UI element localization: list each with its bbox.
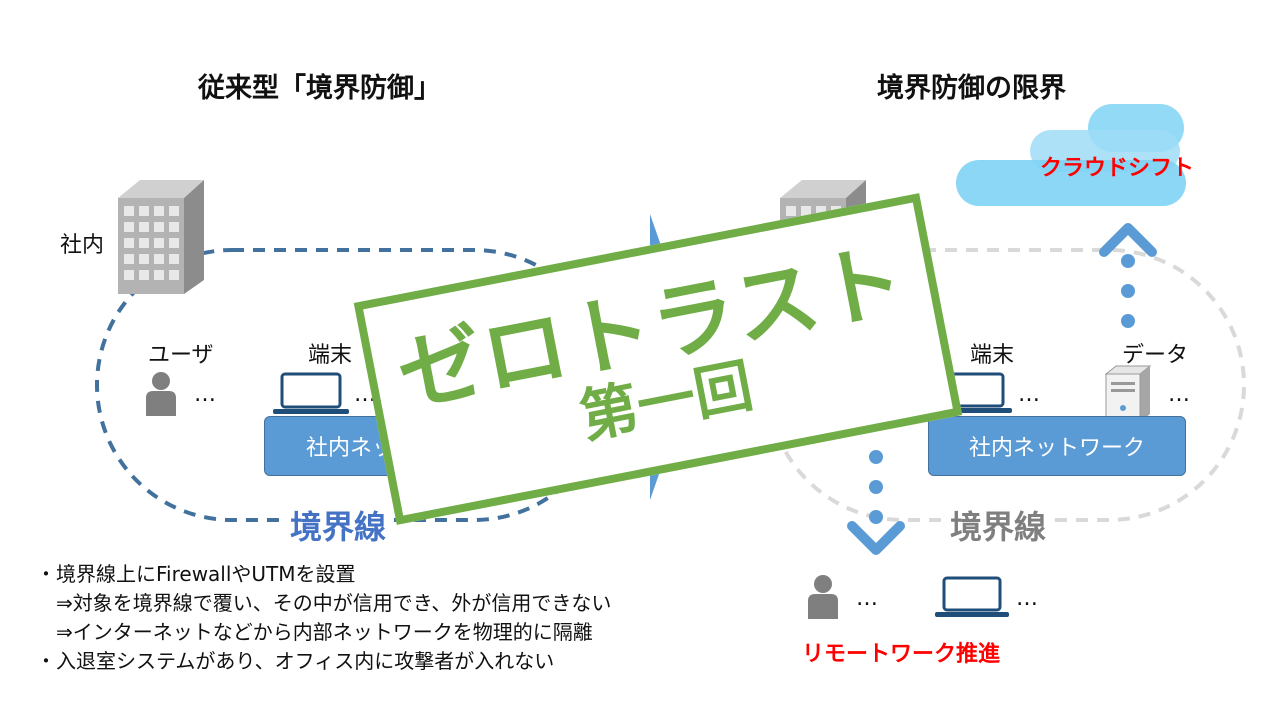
right-terminal-label: 端末 xyxy=(970,343,1015,368)
notes-list: ・境界線上にFirewallやUTMを設置 ⇒対象を境界線で覆い、その中が信用で… xyxy=(36,560,611,676)
remote-laptop-ellipsis: … xyxy=(1016,586,1038,611)
up-chevron-icon xyxy=(1099,223,1157,257)
cloud-connector-dot xyxy=(1121,314,1135,328)
right-terminal-ellipsis: … xyxy=(1018,382,1040,407)
left-user-ellipsis: … xyxy=(194,382,216,407)
left-user-label: ユーザ xyxy=(148,343,214,368)
right-network-label: 社内ネットワーク xyxy=(968,436,1145,461)
note-item: ⇒対象を境界線で覆い、その中が信用でき、外が信用できない xyxy=(36,591,612,615)
cloud-shape xyxy=(956,104,1186,206)
left-terminal-label: 端末 xyxy=(308,343,353,368)
cloud-connector-dot xyxy=(1121,284,1135,298)
left-building-icon xyxy=(118,180,204,294)
note-item: ・入退室システムがあり、オフィス内に攻撃者が入れない xyxy=(36,649,555,673)
remote-connector-dot xyxy=(869,450,883,464)
right-title: 境界防御の限界 xyxy=(877,73,1066,104)
cloud-shift-label: クラウドシフト xyxy=(1040,156,1195,181)
right-boundary-label: 境界線 xyxy=(942,502,1055,548)
remote-connector-dot xyxy=(869,480,883,494)
left-boundary-label: 境界線 xyxy=(282,502,395,548)
remote-laptop-icon xyxy=(935,576,1009,617)
right-network-box: 社内ネットワーク xyxy=(928,416,1186,476)
remote-user-ellipsis: … xyxy=(856,586,878,611)
left-laptop-icon xyxy=(273,372,349,414)
remote-work-label: リモートワーク推進 xyxy=(802,642,1001,667)
cloud-connector-dot xyxy=(1121,254,1135,268)
remote-connector-dot xyxy=(869,510,883,524)
server-icon xyxy=(1104,365,1152,423)
left-office-label: 社内 xyxy=(60,233,105,258)
remote-user-icon xyxy=(808,575,838,619)
note-item: ・境界線上にFirewallやUTMを設置 xyxy=(36,562,356,586)
left-title: 従来型「境界防御」 xyxy=(198,73,441,104)
right-data-label: データ xyxy=(1122,343,1189,368)
left-user-icon xyxy=(146,372,176,416)
down-chevron-icon xyxy=(847,521,905,555)
note-item: ⇒インターネットなどから内部ネットワークを物理的に隔離 xyxy=(36,620,593,644)
right-data-ellipsis: … xyxy=(1168,382,1190,407)
